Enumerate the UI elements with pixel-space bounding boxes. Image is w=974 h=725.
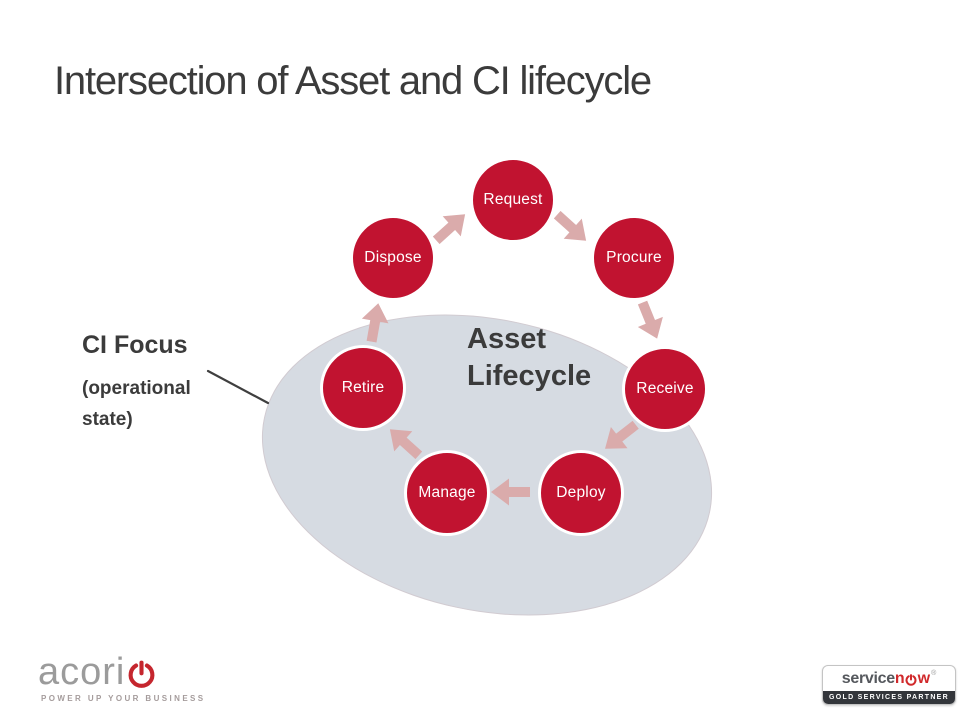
stage-label: Procure (606, 249, 662, 266)
stage-label: Manage (418, 484, 476, 501)
flow-arrow-manage-to-retire (389, 429, 423, 460)
ci-focus-annotation: CI Focus (operational state) (82, 331, 191, 435)
stage-label: Deploy (556, 484, 606, 501)
acorio-wordmark: acori (38, 651, 126, 693)
stage-receive: Receive (622, 346, 708, 432)
flow-arrow-request-to-procure (553, 210, 587, 241)
stage-deploy: Deploy (538, 450, 624, 536)
stage-request: Request (470, 157, 556, 243)
flow-arrow-retire-to-dispose (361, 303, 389, 343)
power-icon (128, 660, 155, 688)
flow-arrow-procure-to-receive (637, 300, 663, 339)
servicenow-wordmark-n: n (894, 669, 905, 687)
registered-mark: ® (931, 670, 937, 677)
acorio-tagline: POWER UP YOUR BUSINESS (41, 694, 206, 703)
servicenow-wordmark-service: service (841, 669, 895, 687)
servicenow-wordmark-w: w (917, 669, 931, 687)
ci-focus-line2: (operational (82, 378, 191, 399)
power-icon (905, 673, 917, 686)
stage-procure: Procure (591, 215, 677, 301)
stage-label: Receive (636, 380, 694, 397)
stage-label: Dispose (364, 249, 422, 266)
ci-focus-line3: state) (82, 409, 133, 430)
stage-label: Retire (341, 379, 385, 396)
stage-manage: Manage (404, 450, 490, 536)
asset-lifecycle-label: Asset Lifecycle (467, 321, 591, 395)
asset-lifecycle-line1: Asset (467, 323, 546, 355)
annotation-pointer-line (206, 369, 270, 405)
stage-label: Request (483, 191, 543, 208)
flow-arrow-deploy-to-manage (491, 478, 530, 506)
acorio-logo: acori POWER UP YOUR BUSINESS (38, 652, 206, 703)
slide-title: Intersection of Asset and CI lifecycle (54, 59, 652, 103)
asset-lifecycle-line2: Lifecycle (467, 360, 592, 392)
ci-focus-title: CI Focus (82, 331, 188, 359)
servicenow-partner-banner: GOLD SERVICES PARTNER (823, 691, 955, 704)
flow-arrow-receive-to-deploy (605, 420, 639, 449)
stage-dispose: Dispose (350, 215, 436, 301)
stage-retire: Retire (320, 345, 406, 431)
flow-arrow-dispose-to-request (432, 214, 466, 245)
